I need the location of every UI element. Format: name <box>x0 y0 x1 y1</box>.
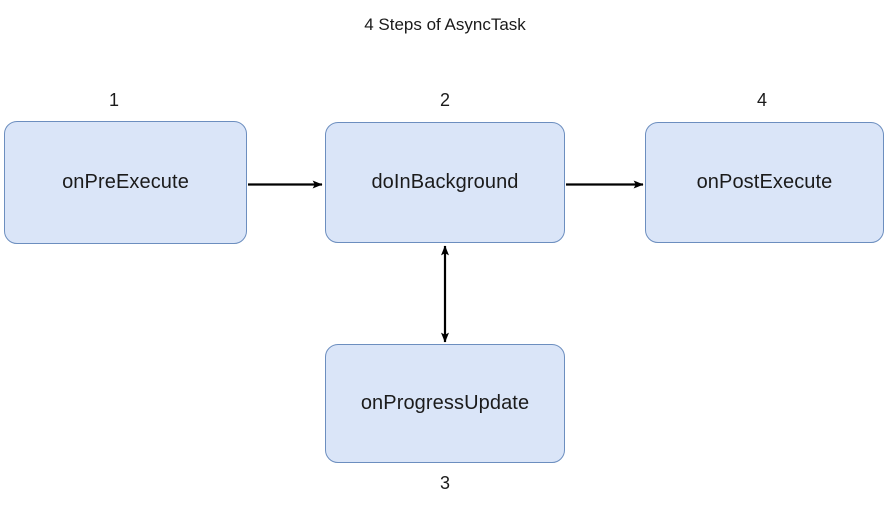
node-onpostexecute[interactable]: onPostExecute <box>645 122 884 243</box>
page-title: 4 Steps of AsyncTask <box>364 15 526 34</box>
node-onpostexecute-label: onPostExecute <box>696 171 833 193</box>
step-number-3: 3 <box>439 473 450 493</box>
step-number-4: 4 <box>756 90 767 110</box>
node-onpreexecute[interactable]: onPreExecute <box>4 121 247 244</box>
step-number-1: 1 <box>108 90 119 110</box>
node-onpreexecute-label: onPreExecute <box>62 171 189 193</box>
step-number-2: 2 <box>439 90 450 110</box>
node-onprogressupdate-label: onProgressUpdate <box>360 392 530 414</box>
node-doinbackground-label: doInBackground <box>371 171 519 193</box>
node-onprogressupdate[interactable]: onProgressUpdate <box>325 344 565 463</box>
node-doinbackground[interactable]: doInBackground <box>325 122 565 243</box>
